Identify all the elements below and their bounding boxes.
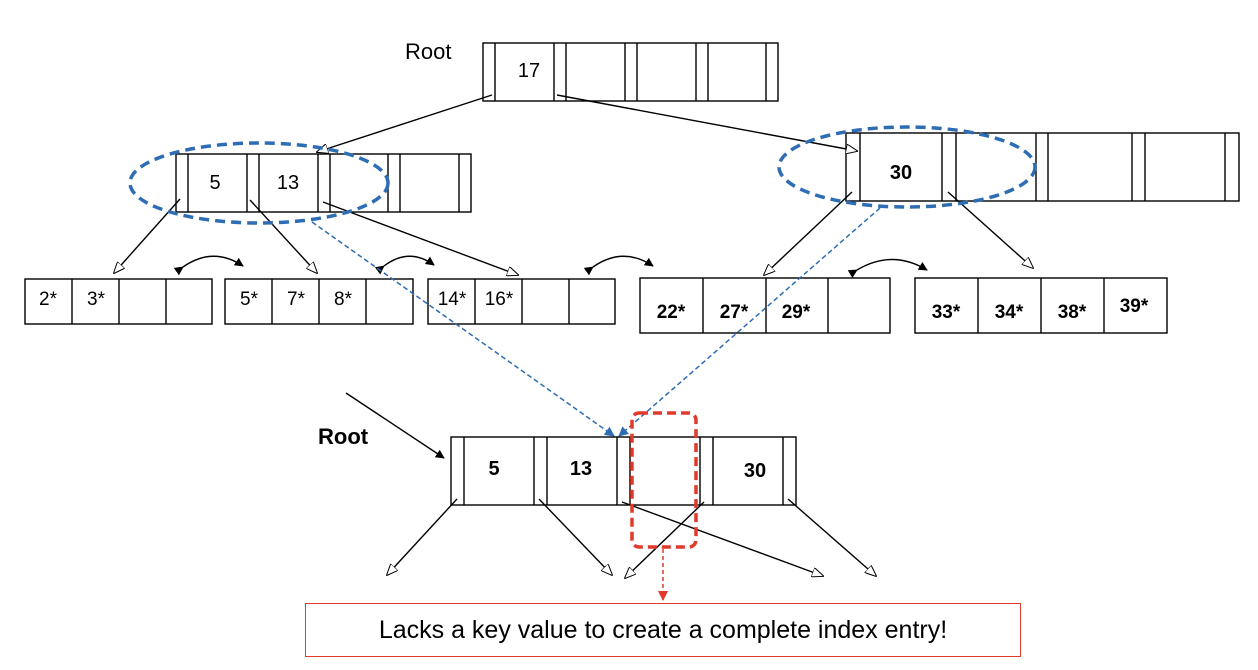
root-key-1: 17	[518, 60, 540, 82]
merge-arrows	[311, 207, 881, 437]
root-label: Root	[405, 39, 451, 64]
leaf-5: 33* 34* 38* 39*	[914, 277, 1168, 334]
new-root-key-4: 30	[744, 460, 766, 482]
leaf-entry: 27*	[720, 302, 749, 323]
leaf-entry: 33*	[932, 302, 961, 323]
root-pointers	[317, 94, 857, 152]
leaf-entry: 8*	[334, 289, 353, 310]
leaf-entry: 2*	[39, 289, 58, 310]
new-root-node: Root 5 13 30	[318, 392, 797, 506]
new-root-pointers	[387, 498, 876, 578]
leaf-entry: 29*	[782, 302, 811, 323]
missing-key-callout: Lacks a key value to create a complete i…	[305, 603, 1021, 657]
leaf-4: 22* 27* 29*	[639, 277, 891, 334]
missing-key-highlight	[630, 411, 698, 601]
leaf-entry: 7*	[287, 289, 306, 310]
left-inner-key-1: 5	[209, 172, 220, 194]
inner-pointers	[114, 191, 1033, 275]
leaf-2: 5* 7* 8*	[224, 278, 414, 325]
new-root-label: Root	[318, 424, 369, 449]
right-inner-highlight	[777, 125, 1037, 209]
merge-highlights	[128, 125, 1037, 225]
left-inner-node: 5 13	[175, 153, 472, 213]
leaf-3: 14* 16*	[427, 278, 616, 325]
leaf-entry: 39*	[1120, 296, 1149, 317]
left-inner-highlight	[128, 141, 390, 225]
new-root-key-2: 13	[570, 458, 592, 480]
leaf-entry: 34*	[995, 302, 1024, 323]
sibling-links	[173, 255, 928, 279]
left-inner-key-2: 13	[277, 172, 299, 194]
leaf-entry: 16*	[485, 289, 514, 310]
new-root-key-1: 5	[488, 458, 499, 480]
leaf-entry: 5*	[240, 289, 259, 310]
leaf-entry: 22*	[657, 302, 686, 323]
right-inner-node: 30	[845, 132, 1240, 202]
leaf-entry: 14*	[438, 289, 467, 310]
root-node: Root 17	[405, 39, 779, 102]
leaf-1: 2* 3*	[24, 278, 213, 325]
right-inner-key-1: 30	[890, 162, 912, 184]
leaf-entry: 3*	[87, 289, 106, 310]
leaf-entry: 38*	[1058, 302, 1087, 323]
